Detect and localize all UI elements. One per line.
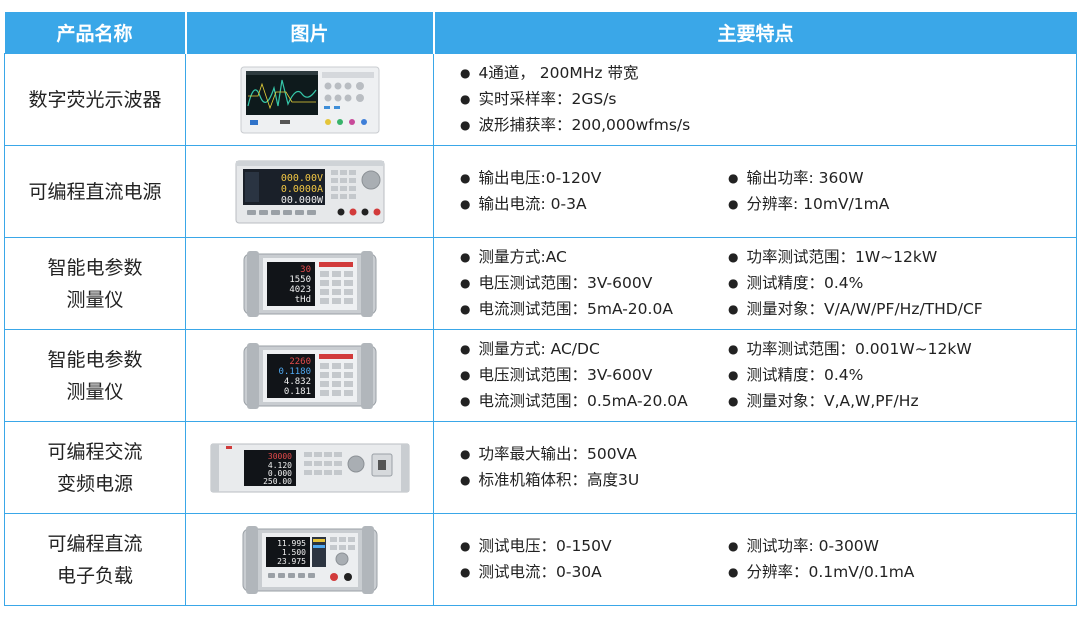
product-name: 数字荧光示波器 bbox=[28, 88, 162, 111]
feature-item: 实时采样率：2GS/s bbox=[460, 88, 1020, 112]
product-name-cell: 可编程直流电源 bbox=[4, 145, 186, 238]
feature-item: 测试功率: 0-300W bbox=[728, 535, 1028, 559]
screen-line-3: 4.832 bbox=[283, 377, 310, 387]
table-row: 可编程交流 变频电源 30000 4.120 0.000 250.00 bbox=[4, 421, 1077, 514]
screen-line-1: 11.995 bbox=[277, 539, 306, 548]
feature-item: 输出电压:0-120V bbox=[460, 167, 728, 191]
table-row: 智能电参数 测量仪 2260 0.1180 4.832 0.181 bbox=[4, 329, 1077, 422]
feature-item: 测量对象：V,A,W,PF/Hz bbox=[728, 390, 1028, 414]
feature-item: 分辨率：0.1mV/0.1mA bbox=[728, 561, 1028, 585]
feature-item: 标准机箱体积：高度3U bbox=[460, 469, 1020, 493]
product-name-line: 智能电参数 bbox=[47, 348, 143, 371]
product-features-cell: 输出电压:0-120V 输出功率: 360W 输出电流: 0-3A 分辨率: 1… bbox=[433, 145, 1077, 238]
screen-line-2: 0.1180 bbox=[278, 367, 311, 377]
feature-list: 测量方式:AC 功率测试范围：1W~12kW 电压测试范围：3V-600V 测试… bbox=[460, 246, 1076, 322]
feature-item: 测量方式: AC/DC bbox=[460, 338, 728, 362]
feature-item: 测试电压：0-150V bbox=[460, 535, 728, 559]
table-row: 可编程直流电源 000.00V 0.0000A 00.000W bbox=[4, 145, 1077, 238]
feature-item: 电流测试范围：5mA-20.0A bbox=[460, 298, 728, 322]
product-name: 可编程直流电源 bbox=[28, 180, 162, 203]
feature-item: 分辨率: 10mV/1mA bbox=[728, 193, 1028, 217]
screen-power: 00.000W bbox=[280, 195, 323, 206]
feature-item: 测量对象：V/A/W/PF/Hz/THD/CF bbox=[728, 298, 1028, 322]
product-features-cell: 4通道， 200MHz 带宽 实时采样率：2GS/s 波形捕获率：200,000… bbox=[433, 53, 1077, 146]
screen-line-3: 23.975 bbox=[277, 557, 306, 566]
power-meter-image: 2260 0.1180 4.832 0.181 bbox=[243, 342, 376, 409]
header-features: 主要特点 bbox=[433, 12, 1077, 54]
feature-list: 4通道， 200MHz 带宽 实时采样率：2GS/s 波形捕获率：200,000… bbox=[460, 62, 1076, 138]
screen-voltage: 000.00V bbox=[280, 173, 322, 184]
header-product-name: 产品名称 bbox=[4, 12, 187, 54]
screen-line-2: 4.120 bbox=[267, 461, 291, 470]
feature-list: 功率最大输出：500VA 标准机箱体积：高度3U bbox=[460, 443, 1076, 493]
product-name-line: 测量仪 bbox=[66, 380, 124, 403]
feature-item: 功率测试范围：1W~12kW bbox=[728, 246, 1028, 270]
electronic-load-image: 11.995 1.500 23.975 bbox=[242, 525, 377, 594]
product-name-line: 可编程交流 bbox=[47, 440, 143, 463]
product-name-line: 可编程直流 bbox=[47, 532, 143, 555]
screen-line-2: 1550 bbox=[289, 275, 311, 285]
feature-item: 4通道， 200MHz 带宽 bbox=[460, 62, 1020, 86]
product-name-line: 电子负载 bbox=[56, 564, 133, 587]
feature-item: 功率测试范围：0.001W~12kW bbox=[728, 338, 1028, 362]
product-name-cell: 可编程直流 电子负载 bbox=[4, 513, 186, 606]
screen-line-1: 2260 bbox=[289, 357, 311, 367]
table-row: 可编程直流 电子负载 11.995 1.500 23.975 bbox=[4, 513, 1077, 606]
product-features-cell: 测试电压：0-150V 测试功率: 0-300W 测试电流：0-30A 分辨率：… bbox=[433, 513, 1077, 606]
feature-item: 测试电流：0-30A bbox=[460, 561, 728, 585]
feature-item: 测试精度：0.4% bbox=[728, 272, 1028, 296]
product-name-line: 变频电源 bbox=[56, 472, 133, 495]
feature-item: 测量方式:AC bbox=[460, 246, 728, 270]
screen-line-2: 1.500 bbox=[281, 548, 305, 557]
screen-line-3: 4023 bbox=[289, 285, 311, 295]
product-image-cell: 11.995 1.500 23.975 bbox=[185, 513, 434, 606]
feature-item: 电压测试范围：3V-600V bbox=[460, 272, 728, 296]
product-features-cell: 功率最大输出：500VA 标准机箱体积：高度3U bbox=[433, 421, 1077, 514]
product-spec-table: 产品名称 图片 主要特点 数字荧光示波器 bbox=[4, 12, 1077, 606]
product-name-cell: 数字荧光示波器 bbox=[4, 53, 186, 146]
screen-line-4: 0.181 bbox=[283, 387, 310, 397]
feature-item: 输出电流: 0-3A bbox=[460, 193, 728, 217]
feature-list: 测试电压：0-150V 测试功率: 0-300W 测试电流：0-30A 分辨率：… bbox=[460, 535, 1076, 585]
product-name-line: 测量仪 bbox=[66, 288, 124, 311]
product-image-cell bbox=[185, 53, 434, 146]
screen-line-4: 250.00 bbox=[263, 477, 292, 486]
product-name-cell: 可编程交流 变频电源 bbox=[4, 421, 186, 514]
table-row: 智能电参数 测量仪 30 1550 4023 tHd bbox=[4, 237, 1077, 330]
product-image-cell: 000.00V 0.0000A 00.000W bbox=[185, 145, 434, 238]
feature-item: 波形捕获率：200,000wfms/s bbox=[460, 114, 1020, 138]
feature-item: 电压测试范围：3V-600V bbox=[460, 364, 728, 388]
power-meter-image: 30 1550 4023 tHd bbox=[243, 250, 376, 317]
oscilloscope-image bbox=[240, 66, 379, 133]
table-row: 数字荧光示波器 bbox=[4, 53, 1077, 146]
product-name-cell: 智能电参数 测量仪 bbox=[4, 237, 186, 330]
screen-current: 0.0000A bbox=[280, 184, 322, 195]
feature-list: 测量方式: AC/DC 功率测试范围：0.001W~12kW 电压测试范围：3V… bbox=[460, 338, 1076, 414]
screen-line-1: 30 bbox=[300, 265, 311, 275]
header-row: 产品名称 图片 主要特点 bbox=[4, 12, 1077, 54]
feature-list: 输出电压:0-120V 输出功率: 360W 输出电流: 0-3A 分辨率: 1… bbox=[460, 167, 1076, 217]
feature-item: 测试精度：0.4% bbox=[728, 364, 1028, 388]
ac-power-source-image: 30000 4.120 0.000 250.00 bbox=[210, 443, 409, 492]
feature-item: 电流测试范围：0.5mA-20.0A bbox=[460, 390, 728, 414]
product-name-cell: 智能电参数 测量仪 bbox=[4, 329, 186, 422]
screen-line-4: tHd bbox=[294, 295, 310, 305]
feature-item: 功率最大输出：500VA bbox=[460, 443, 1020, 467]
product-features-cell: 测量方式: AC/DC 功率测试范围：0.001W~12kW 电压测试范围：3V… bbox=[433, 329, 1077, 422]
product-features-cell: 测量方式:AC 功率测试范围：1W~12kW 电压测试范围：3V-600V 测试… bbox=[433, 237, 1077, 330]
product-image-cell: 30000 4.120 0.000 250.00 bbox=[185, 421, 434, 514]
feature-item: 输出功率: 360W bbox=[728, 167, 1028, 191]
screen-line-1: 30000 bbox=[267, 452, 291, 461]
dc-power-supply-image: 000.00V 0.0000A 00.000W bbox=[235, 160, 384, 223]
product-name-line: 智能电参数 bbox=[47, 256, 143, 279]
product-image-cell: 30 1550 4023 tHd bbox=[185, 237, 434, 330]
screen-line-3: 0.000 bbox=[267, 469, 291, 478]
product-image-cell: 2260 0.1180 4.832 0.181 bbox=[185, 329, 434, 422]
header-image: 图片 bbox=[185, 12, 435, 54]
